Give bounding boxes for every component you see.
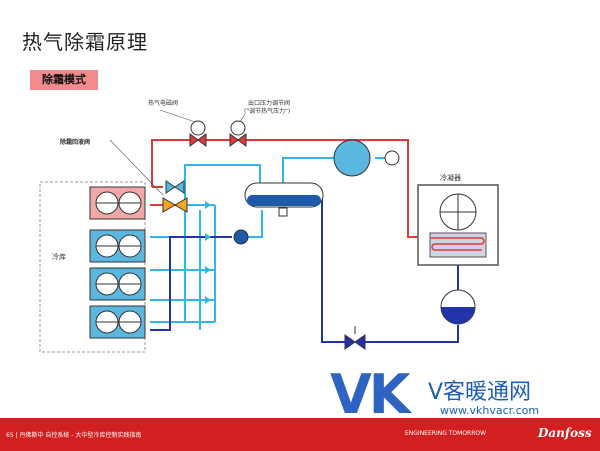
watermark-url: www.vkhvacr.com [440,404,540,417]
label-cold-storage: 冷库 [52,253,66,261]
label-pressure-valve-1: 出口压力调节阀 [248,100,291,107]
pump-icon [233,229,249,245]
label-defrost-valve: 除霜回液阀 [60,139,91,146]
condenser-icon [417,184,499,266]
slide-title: 热气除霜原理 [22,30,148,54]
footer-bar: 65 | 丹佛斯中 自控系统 - 大中型冷库控制实践指南 ENGINEERING… [0,418,600,451]
pressure-regulator-icon [229,120,247,147]
defrost-valve-icon [162,180,188,213]
mode-tag: 除霜模式 [30,70,98,90]
receiver-icon [440,289,476,325]
footer-slogan: ENGINEERING TOMORROW [405,430,487,437]
label-pressure-valve-2: ("调节热气压力") [244,108,291,115]
hot-gas-solenoid-icon [189,120,207,147]
watermark-name: V客暖通网 [428,380,532,405]
footer-left-text: 65 | 丹佛斯中 自控系统 - 大中型冷库控制实践指南 [6,432,142,439]
separator-vessel [244,182,324,217]
expansion-valve-icon [344,326,366,350]
compressor-icon [333,139,400,177]
flow-arrows [205,201,211,304]
footer-logo: Danfoss [538,426,592,440]
cold-storage-outline [39,181,146,353]
evaporators [89,186,146,339]
watermark-logo: VK [330,363,411,426]
label-hot-gas-valve: 热气电磁阀 [148,100,179,107]
liquid-lines [150,195,459,343]
label-condenser: 冷凝器 [440,174,461,182]
